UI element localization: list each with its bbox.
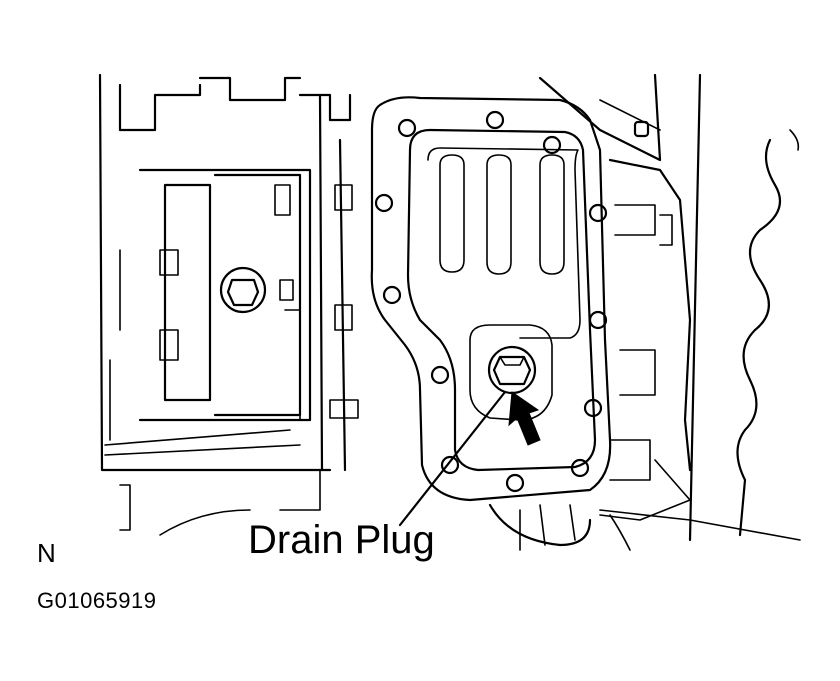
oil-pan (370, 96, 612, 502)
right-housing (159, 73, 801, 551)
leader-line (398, 390, 507, 527)
figure-code: G01065919 (37, 588, 157, 613)
drain-plug (487, 345, 537, 395)
arrow-icon (508, 391, 541, 446)
drain-plug-label: Drain Plug (248, 518, 435, 562)
transmission-case (98, 73, 359, 531)
view-letter: N (37, 538, 56, 568)
pan-bolts (374, 110, 608, 493)
